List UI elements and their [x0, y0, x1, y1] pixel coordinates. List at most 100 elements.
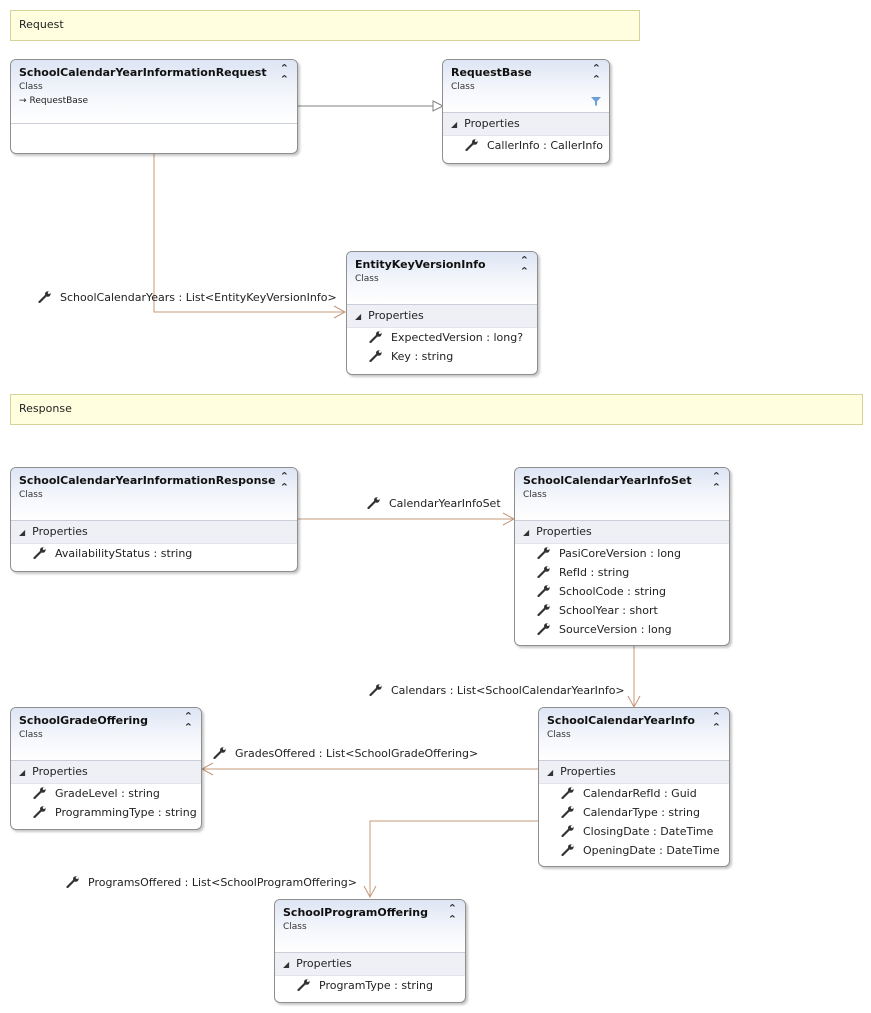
- filter-icon[interactable]: [591, 97, 601, 106]
- wrench-icon: [33, 806, 46, 818]
- property-item: ClosingDate : DateTime: [539, 822, 729, 841]
- label-programs-offered: ProgramsOffered : List<SchoolProgramOffe…: [66, 876, 357, 889]
- properties-group[interactable]: ◢Properties: [11, 521, 297, 544]
- label-grades-offered: GradesOffered : List<SchoolGradeOffering…: [213, 747, 478, 760]
- expand-triangle-icon[interactable]: ◢: [283, 960, 290, 969]
- class-header: SchoolCalendarYearInformationRequest Cla…: [11, 60, 297, 124]
- wrench-icon: [537, 604, 550, 616]
- class-kind: Class: [547, 730, 571, 740]
- collapse-chevron-icon[interactable]: ⌃⌃: [279, 62, 289, 86]
- class-school-calendar-year-information-request[interactable]: SchoolCalendarYearInformationRequest Cla…: [10, 59, 298, 154]
- class-header: SchoolGradeOffering Class ⌃⌃: [11, 708, 201, 761]
- properties-group[interactable]: ◢Properties: [275, 953, 465, 976]
- wrench-icon: [561, 806, 574, 818]
- label-calendar-year-info-set: CalendarYearInfoSet: [367, 497, 501, 510]
- class-name: EntityKeyVersionInfo: [355, 258, 486, 271]
- properties-group[interactable]: ◢Properties: [515, 521, 729, 544]
- properties-group[interactable]: ◢Properties: [539, 761, 729, 784]
- section-title: Request: [19, 18, 64, 31]
- label-calendars: Calendars : List<SchoolCalendarYearInfo>: [369, 684, 625, 697]
- class-school-grade-offering[interactable]: SchoolGradeOffering Class ⌃⌃ ◢Properties…: [10, 707, 202, 830]
- class-kind: Class: [283, 922, 307, 932]
- collapse-chevron-icon[interactable]: ⌃⌃: [183, 710, 193, 734]
- expand-triangle-icon[interactable]: ◢: [19, 528, 26, 537]
- class-school-calendar-year-information-response[interactable]: SchoolCalendarYearInformationResponse Cl…: [10, 467, 298, 572]
- association-grades-offered[interactable]: [200, 762, 538, 776]
- inherits-arrow-icon: →: [19, 96, 27, 106]
- properties-group[interactable]: ◢Properties: [443, 113, 609, 136]
- section-title: Response: [19, 402, 72, 415]
- wrench-icon: [38, 291, 51, 303]
- collapse-chevron-icon[interactable]: ⌃⌃: [711, 710, 721, 734]
- association-calendar-year-info-set[interactable]: [298, 512, 516, 526]
- class-kind: Class: [19, 82, 43, 92]
- class-kind: Class: [19, 490, 43, 500]
- class-header: EntityKeyVersionInfo Class ⌃⌃: [347, 252, 537, 305]
- class-header: SchoolCalendarYearInformationResponse Cl…: [11, 468, 297, 521]
- class-request-base[interactable]: RequestBase Class ⌃⌃ ◢Properties CallerI…: [442, 59, 610, 164]
- expand-triangle-icon[interactable]: ◢: [19, 768, 26, 777]
- association-school-calendar-years[interactable]: [153, 153, 347, 319]
- collapse-chevron-icon[interactable]: ⌃⌃: [447, 902, 457, 926]
- class-name: SchoolCalendarYearInformationRequest: [19, 66, 267, 79]
- wrench-icon: [561, 787, 574, 799]
- class-name: SchoolCalendarYearInfo: [547, 714, 695, 727]
- wrench-icon: [537, 623, 550, 635]
- section-response: Response: [10, 394, 863, 425]
- collapse-chevron-icon[interactable]: ⌃⌃: [591, 62, 601, 86]
- property-item: Key : string: [347, 347, 537, 366]
- expand-triangle-icon[interactable]: ◢: [355, 312, 362, 321]
- property-item: CalendarRefId : Guid: [539, 784, 729, 803]
- collapse-chevron-icon[interactable]: ⌃⌃: [279, 470, 289, 494]
- wrench-icon: [297, 979, 310, 991]
- class-header: RequestBase Class ⌃⌃: [443, 60, 609, 113]
- expand-triangle-icon[interactable]: ◢: [451, 120, 458, 129]
- property-item: PasiCoreVersion : long: [515, 544, 729, 563]
- class-kind: Class: [355, 274, 379, 284]
- class-header: SchoolCalendarYearInfo Class ⌃⌃: [539, 708, 729, 761]
- class-school-calendar-year-info[interactable]: SchoolCalendarYearInfo Class ⌃⌃ ◢Propert…: [538, 707, 730, 867]
- collapse-chevron-icon[interactable]: ⌃⌃: [519, 254, 529, 278]
- properties-group[interactable]: ◢Properties: [347, 305, 537, 328]
- property-item: CallerInfo : CallerInfo: [443, 136, 609, 155]
- property-item: AvailabilityStatus : string: [11, 544, 297, 563]
- expand-triangle-icon[interactable]: ◢: [547, 768, 554, 777]
- association-programs-offered[interactable]: [363, 820, 538, 899]
- wrench-icon: [66, 876, 79, 888]
- class-school-program-offering[interactable]: SchoolProgramOffering Class ⌃⌃ ◢Properti…: [274, 899, 466, 1003]
- class-name: SchoolCalendarYearInfoSet: [523, 474, 692, 487]
- class-name: SchoolCalendarYearInformationResponse: [19, 474, 276, 487]
- property-item: SchoolYear : short: [515, 601, 729, 620]
- class-school-calendar-year-info-set[interactable]: SchoolCalendarYearInfoSet Class ⌃⌃ ◢Prop…: [514, 467, 730, 646]
- label-school-calendar-years: SchoolCalendarYears : List<EntityKeyVers…: [38, 291, 337, 304]
- property-item: ProgrammingType : string: [11, 803, 201, 822]
- wrench-icon: [537, 585, 550, 597]
- class-name: SchoolGradeOffering: [19, 714, 148, 727]
- class-name: SchoolProgramOffering: [283, 906, 429, 919]
- wrench-icon: [561, 825, 574, 837]
- class-kind: Class: [19, 730, 43, 740]
- class-kind: Class: [523, 490, 547, 500]
- wrench-icon: [33, 787, 46, 799]
- section-request: Request: [10, 10, 640, 41]
- collapse-chevron-icon[interactable]: ⌃⌃: [711, 470, 721, 494]
- inheritance-connector: [298, 100, 445, 112]
- property-item: ProgramType : string: [275, 976, 465, 995]
- property-item: SourceVersion : long: [515, 620, 729, 639]
- class-header: SchoolCalendarYearInfoSet Class ⌃⌃: [515, 468, 729, 521]
- association-calendars[interactable]: [627, 646, 641, 709]
- expand-triangle-icon[interactable]: ◢: [523, 528, 530, 537]
- wrench-icon: [369, 331, 382, 343]
- wrench-icon: [561, 844, 574, 856]
- property-item: OpeningDate : DateTime: [539, 841, 729, 860]
- base-class: →RequestBase: [19, 96, 89, 106]
- class-kind: Class: [451, 82, 475, 92]
- wrench-icon: [465, 139, 478, 151]
- wrench-icon: [213, 747, 226, 759]
- class-body: [11, 124, 297, 153]
- wrench-icon: [369, 684, 382, 696]
- class-entity-key-version-info[interactable]: EntityKeyVersionInfo Class ⌃⌃ ◢Propertie…: [346, 251, 538, 375]
- property-item: RefId : string: [515, 563, 729, 582]
- properties-group[interactable]: ◢Properties: [11, 761, 201, 784]
